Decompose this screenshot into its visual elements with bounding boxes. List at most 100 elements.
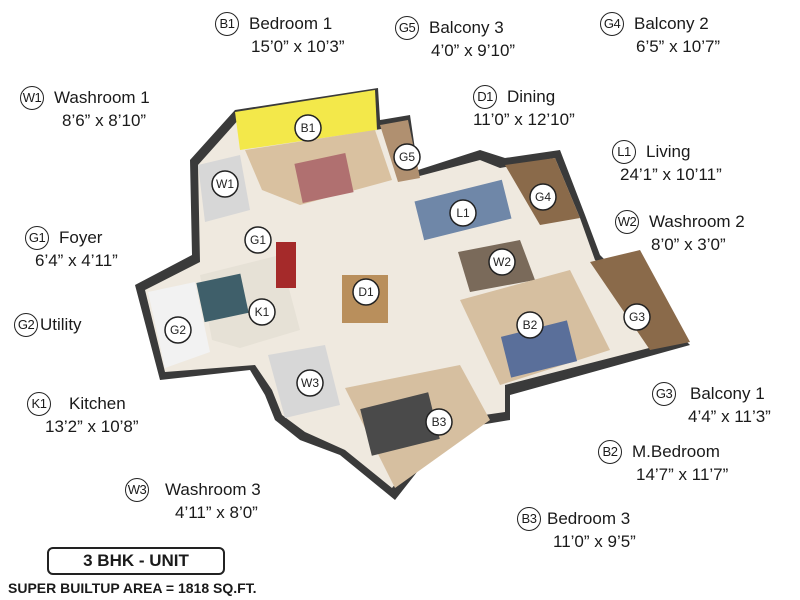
legend-room-name: M.Bedroom xyxy=(632,442,720,461)
legend-room-dims: 11’0” x 12’10” xyxy=(473,110,575,129)
plan-label-circle xyxy=(211,170,239,198)
mbedroom-bed xyxy=(500,320,578,378)
legend-code-badge: W2 xyxy=(615,210,639,234)
legend-room-name: Utility xyxy=(40,315,82,334)
legend-room-dims: 8’0” x 3’0” xyxy=(651,235,726,254)
plan-label-text: G5 xyxy=(399,150,415,164)
plan-label-text: G1 xyxy=(250,233,266,247)
plan-label-text: W2 xyxy=(493,255,511,269)
bedroom3-bed xyxy=(360,392,440,456)
legend-room-dims: 6’4” x 4’11” xyxy=(35,251,118,270)
legend-code-badge: W1 xyxy=(20,86,44,110)
plan-label-text: D1 xyxy=(358,285,374,299)
plan-label-text: B3 xyxy=(432,415,447,429)
plan-label-w3: W3 xyxy=(296,369,324,397)
plan-label-b2: B2 xyxy=(516,311,544,339)
plan-label-circle xyxy=(393,143,421,171)
legend-code-badge: G5 xyxy=(395,16,419,40)
legend-dining: D1 Dining 11’0” x 12’10” xyxy=(473,85,575,131)
plan-label-circle xyxy=(529,183,557,211)
legend-mbedroom: B2 M.Bedroom 14’7” x 11’7” xyxy=(598,440,728,486)
plan-label-b1: B1 xyxy=(294,114,322,142)
legend-code-badge: L1 xyxy=(612,140,636,164)
plan-label-g2: G2 xyxy=(164,316,192,344)
plan-label-circle xyxy=(449,199,477,227)
plan-label-d1: D1 xyxy=(352,278,380,306)
legend-bedroom1: B1 Bedroom 1 15’0” x 10’3” xyxy=(215,12,345,58)
legend-balcony1: G3 Balcony 1 4’4” x 11’3” xyxy=(652,382,771,428)
legend-code-badge: G1 xyxy=(25,226,49,250)
plan-label-text: B2 xyxy=(523,318,538,332)
kitchen-counter xyxy=(196,273,249,323)
legend-room-name: Washroom 3 xyxy=(165,480,261,499)
legend-code-badge: G4 xyxy=(600,12,624,36)
legend-room-name: Bedroom 1 xyxy=(249,14,333,33)
legend-code-badge: B3 xyxy=(517,507,541,531)
legend-washroom1: W1 Washroom 1 8’6” x 8’10” xyxy=(20,86,150,132)
legend-room-dims: 24’1” x 10’11” xyxy=(620,165,722,184)
legend-room-dims: 8’6” x 8’10” xyxy=(62,111,147,130)
legend-room-dims: 11’0” x 9’5” xyxy=(553,532,636,551)
legend-living: L1 Living 24’1” x 10’11” xyxy=(612,140,722,186)
legend-room-name: Washroom 1 xyxy=(54,88,150,107)
legend-code-badge: B2 xyxy=(598,440,622,464)
plan-label-circle xyxy=(164,316,192,344)
plan-label-text: W3 xyxy=(301,376,319,390)
legend-room-name: Bedroom 3 xyxy=(547,509,631,528)
plan-label-g5: G5 xyxy=(393,143,421,171)
plan-label-circle xyxy=(248,298,276,326)
legend-code-badge: B1 xyxy=(215,12,239,36)
plan-label-circle xyxy=(294,114,322,142)
legend-code-badge: W3 xyxy=(125,478,149,502)
legend-room-dims: 15’0” x 10’3” xyxy=(251,37,345,56)
plan-label-text: G2 xyxy=(170,323,186,337)
legend-bedroom3: B3 Bedroom 3 11’0” x 9’5” xyxy=(517,507,636,553)
plan-label-text: L1 xyxy=(456,206,470,220)
legend-code-badge: G3 xyxy=(652,382,676,406)
plan-label-circle xyxy=(244,226,272,254)
legend-room-name: Dining xyxy=(507,87,556,106)
super-builtup-area: SUPER BUILTUP AREA = 1818 SQ.FT. xyxy=(8,580,257,596)
plan-label-circle xyxy=(623,303,651,331)
legend-code-badge: K1 xyxy=(27,392,51,416)
legend-room-dims: 13’2” x 10’8” xyxy=(45,417,139,436)
plan-label-circle xyxy=(516,311,544,339)
plan-label-circle xyxy=(425,408,453,436)
legend-room-name: Washroom 2 xyxy=(649,212,745,231)
unit-type-box: 3 BHK - UNIT xyxy=(47,547,225,575)
legend-washroom2: W2 Washroom 2 8’0” x 3’0” xyxy=(615,210,745,256)
legend-foyer: G1 Foyer 6’4” x 4’11” xyxy=(25,226,118,272)
plan-label-text: G3 xyxy=(629,310,645,324)
legend-room-dims: 4’11” x 8’0” xyxy=(175,503,258,522)
plan-label-k1: K1 xyxy=(248,298,276,326)
legend-room-dims: 6’5” x 10’7” xyxy=(636,37,721,56)
plan-label-b3: B3 xyxy=(425,408,453,436)
plan-label-w2: W2 xyxy=(488,248,516,276)
legend-room-name: Balcony 3 xyxy=(429,18,504,37)
legend-room-dims: 4’4” x 11’3” xyxy=(688,407,771,426)
legend-room-name: Balcony 2 xyxy=(634,14,709,33)
plan-label-text: K1 xyxy=(255,305,270,319)
legend-room-name: Kitchen xyxy=(69,394,126,413)
plan-label-circle xyxy=(296,369,324,397)
plan-label-circle xyxy=(352,278,380,306)
bedroom1-bed xyxy=(294,153,354,203)
plan-label-circle xyxy=(488,248,516,276)
legend-code-badge: D1 xyxy=(473,85,497,109)
plan-label-g3: G3 xyxy=(623,303,651,331)
legend-room-name: Balcony 1 xyxy=(690,384,765,403)
legend-washroom3: W3 Washroom 3 4’11” x 8’0” xyxy=(125,478,261,524)
fridge xyxy=(276,242,296,288)
legend-kitchen: K1 Kitchen 13’2” x 10’8” xyxy=(27,392,139,438)
plan-label-g4: G4 xyxy=(529,183,557,211)
legend-room-name: Living xyxy=(646,142,691,161)
balcony1-floor xyxy=(590,250,690,350)
plan-label-g1: G1 xyxy=(244,226,272,254)
plan-label-text: W1 xyxy=(216,177,234,191)
plan-label-text: B1 xyxy=(301,121,316,135)
legend-room-dims: 14’7” x 11’7” xyxy=(636,465,729,484)
plan-label-w1: W1 xyxy=(211,170,239,198)
legend-room-name: Foyer xyxy=(59,228,103,247)
plan-label-l1: L1 xyxy=(449,199,477,227)
